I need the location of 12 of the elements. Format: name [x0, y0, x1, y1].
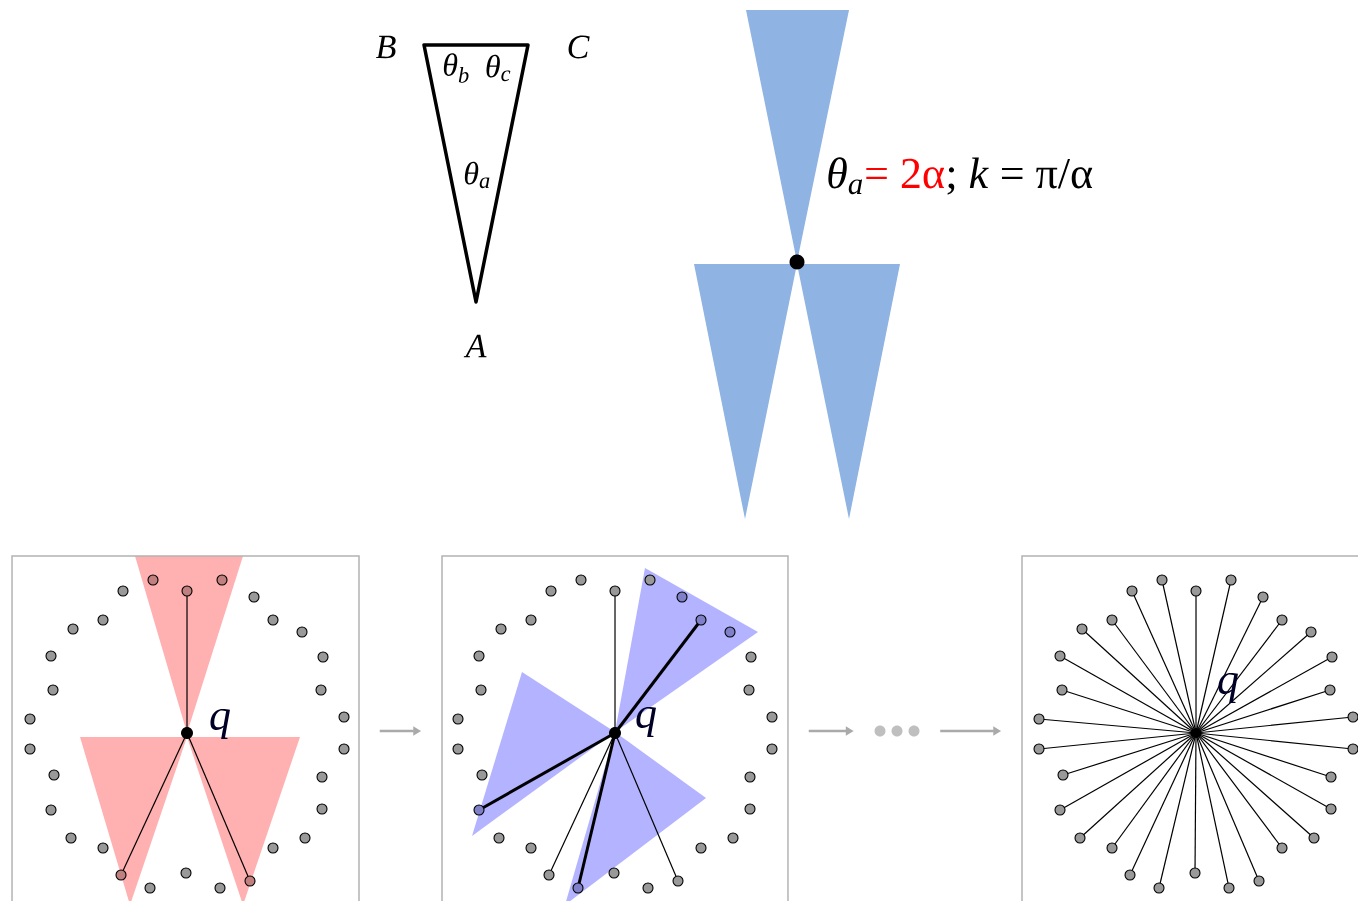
- vertex-label: θ$_{c}$: [486, 54, 511, 82]
- panel-box: q: [441, 555, 789, 901]
- vertex-label: θ$_{b}$: [443, 53, 469, 83]
- panel-box: q: [11, 555, 360, 901]
- vertex-label: B: [375, 35, 396, 59]
- vertex-label: C: [568, 35, 590, 59]
- formula-text: θ$_{a}$: [828, 157, 863, 195]
- vertex-label: θ$_{a}$: [464, 161, 490, 189]
- formula-text: ; k = π/α: [947, 157, 1093, 195]
- formula-text: = 2α: [866, 158, 944, 189]
- ellipsis-dots: [874, 725, 920, 737]
- vertex-label: A: [463, 334, 487, 358]
